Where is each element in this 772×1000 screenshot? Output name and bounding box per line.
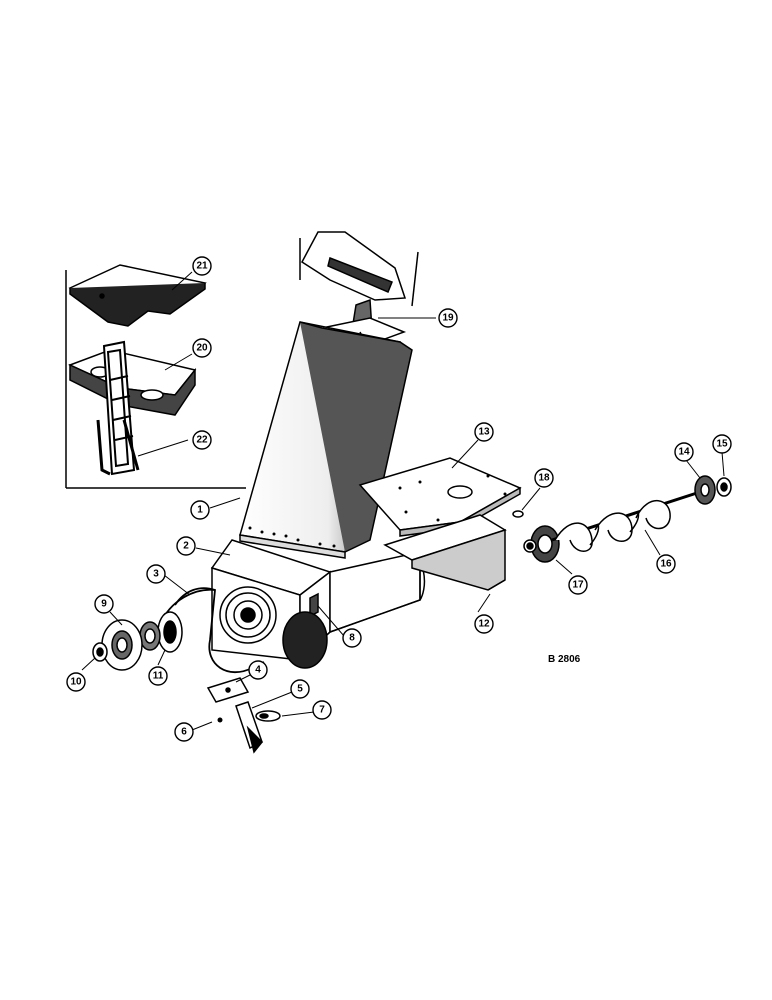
callout-8: 8: [342, 628, 362, 648]
callout-2: 2: [176, 536, 196, 556]
part-15-nut: [716, 477, 732, 497]
svg-text:17: 17: [572, 580, 584, 591]
svg-text:3: 3: [153, 569, 159, 580]
svg-text:8: 8: [349, 633, 355, 644]
part-16-auger: [551, 490, 701, 552]
callout-6: 6: [174, 722, 194, 742]
callout-19: 19: [438, 308, 458, 328]
svg-text:12: 12: [478, 619, 490, 630]
svg-text:20: 20: [196, 343, 208, 354]
svg-text:21: 21: [196, 261, 208, 272]
svg-text:16: 16: [660, 559, 672, 570]
part-9-flange: [101, 619, 143, 671]
part-12-bracket: [383, 514, 507, 591]
callout-9: 9: [94, 594, 114, 614]
svg-text:13: 13: [478, 427, 490, 438]
part-22-guide-bracket: [96, 340, 140, 476]
callout-22: 22: [192, 430, 212, 450]
callout-balloons: 1 2 3 4 5 6 7 8 9 10 11 12 13 14 15 16 1…: [66, 256, 732, 742]
part-11-bearing: [139, 611, 183, 653]
callout-12: 12: [474, 614, 494, 634]
svg-text:22: 22: [196, 435, 208, 446]
part-14-bearing: [694, 475, 716, 505]
svg-text:14: 14: [678, 447, 690, 458]
svg-text:10: 10: [70, 677, 82, 688]
svg-text:2: 2: [183, 541, 189, 552]
auger-tube: [282, 551, 426, 669]
svg-text:15: 15: [716, 439, 728, 450]
part-21-cover-plate: [68, 264, 207, 327]
drawing-reference: B 2806: [548, 654, 581, 665]
svg-text:6: 6: [181, 727, 187, 738]
callout-16: 16: [656, 554, 676, 574]
leader-lines: [81, 271, 725, 731]
callout-5: 5: [290, 679, 310, 699]
part-5-latch: [235, 701, 264, 754]
part-6-pin: [217, 717, 223, 723]
part-10-nut: [92, 642, 108, 662]
svg-text:4: 4: [255, 665, 261, 676]
svg-text:7: 7: [319, 705, 325, 716]
inset-frame: [65, 270, 246, 489]
svg-text:11: 11: [153, 671, 164, 682]
part-17-sprocket: [523, 525, 560, 563]
part-20-block: [68, 349, 197, 416]
part-7-clip: [255, 710, 281, 722]
callout-11: 11: [148, 666, 168, 686]
callout-18: 18: [534, 468, 554, 488]
callout-1: 1: [190, 500, 210, 520]
callout-17: 17: [568, 575, 588, 595]
svg-text:5: 5: [297, 684, 303, 695]
part-1-main-chute: [239, 321, 413, 559]
callout-15: 15: [712, 434, 732, 454]
svg-text:1: 1: [197, 505, 203, 516]
callout-20: 20: [192, 338, 212, 358]
callout-14: 14: [674, 442, 694, 462]
callout-13: 13: [474, 422, 494, 442]
svg-text:19: 19: [442, 313, 454, 324]
part-4-bracket: [206, 677, 250, 703]
part-18-key: [512, 510, 524, 518]
callout-3: 3: [146, 564, 166, 584]
callout-4: 4: [248, 660, 268, 680]
callout-7: 7: [312, 700, 332, 720]
callout-21: 21: [192, 256, 212, 276]
svg-text:9: 9: [101, 599, 107, 610]
callout-10: 10: [66, 672, 86, 692]
svg-text:18: 18: [538, 473, 550, 484]
